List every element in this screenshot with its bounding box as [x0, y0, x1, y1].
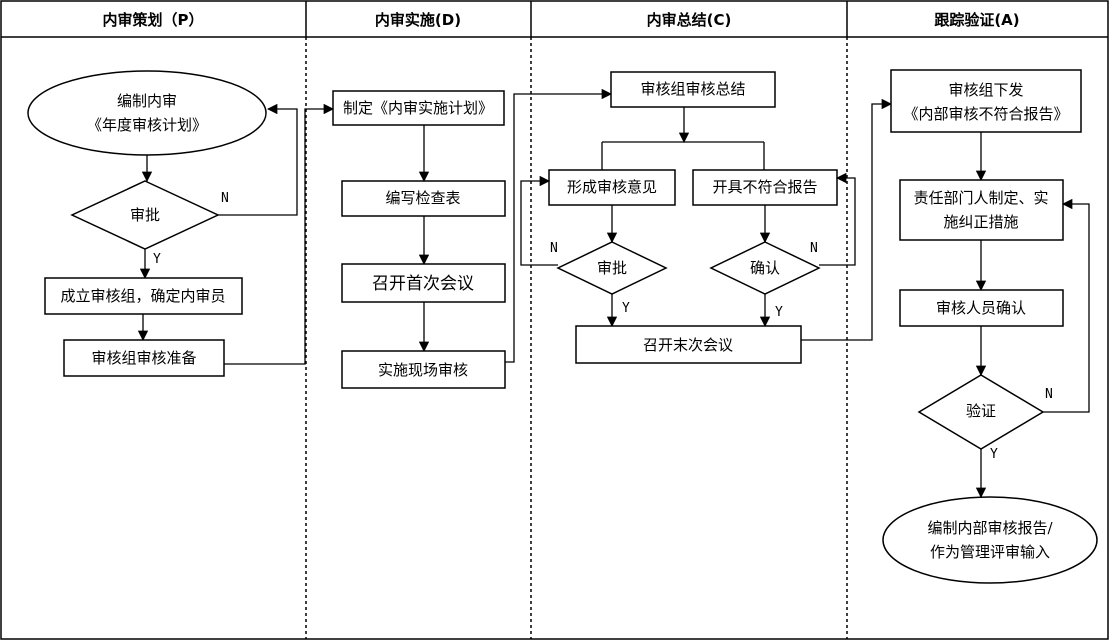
node-form-team-label: 成立审核组，确定内审员 — [60, 287, 225, 305]
label-confirm-no: N — [810, 241, 818, 256]
label-approve-p-yes: Y — [153, 252, 161, 267]
node-form-team — [44, 277, 243, 315]
node-impl-plan-label: 制定《内审实施计划》 — [343, 99, 493, 117]
node-checklist-label: 编写检查表 — [385, 189, 460, 207]
node-plan-annual — [27, 70, 267, 156]
node-plan-annual-line2: 《年度审核计划》 — [87, 116, 207, 134]
node-opinion-label: 形成审核意见 — [567, 178, 657, 196]
node-issue-nc-line1: 审核组下发 — [948, 81, 1023, 99]
arrow-approve-p-no — [218, 103, 298, 216]
label-confirm-yes: Y — [775, 305, 783, 320]
node-summary-label: 审核组审核总结 — [640, 80, 745, 98]
node-nc-report-label: 开具不符合报告 — [712, 178, 817, 196]
node-verify-label: 验证 — [966, 402, 996, 420]
node-issue-nc — [890, 69, 1082, 133]
node-checklist — [341, 180, 506, 217]
label-approve-c-yes: Y — [622, 301, 630, 316]
label-approve-p-no: N — [221, 191, 229, 206]
node-auditor-confirm — [899, 289, 1064, 327]
label-approve-c-no: N — [550, 241, 558, 256]
node-opinion — [548, 169, 676, 206]
node-corrective — [899, 179, 1064, 241]
node-final-report-line2: 作为管理评审输入 — [930, 543, 1050, 561]
label-verify-no: N — [1045, 387, 1053, 402]
node-first-meeting-label: 召开首次会议 — [372, 274, 474, 294]
node-onsite-audit — [341, 350, 506, 389]
node-impl-plan — [332, 90, 505, 126]
lane-title-act: 跟踪验证(A) — [934, 11, 1019, 29]
node-confirm-label: 确认 — [750, 259, 780, 277]
lane-title-check: 内审总结(C) — [647, 11, 732, 29]
node-last-meeting-label: 召开末次会议 — [643, 336, 733, 354]
node-last-meeting — [575, 325, 802, 364]
node-issue-nc-line2: 《内部审核不符合报告》 — [903, 105, 1068, 123]
node-approve-c-label: 审批 — [597, 259, 627, 277]
node-team-prepare-label: 审核组审核准备 — [91, 349, 196, 367]
arrow-last-to-issue — [801, 98, 893, 341]
arrow-verify-no — [1043, 198, 1090, 413]
node-final-report — [882, 496, 1098, 584]
node-approve-p-label: 审批 — [130, 206, 160, 224]
node-onsite-audit-label: 实施现场审核 — [378, 361, 468, 379]
arrow-approve-c-no — [520, 175, 558, 266]
arrow-prepare-to-impl-plan — [224, 103, 335, 365]
label-verify-yes: Y — [990, 447, 998, 462]
node-corrective-line1: 责任部门人制定、实 — [913, 189, 1048, 207]
lane-title-do: 内审实施(D) — [375, 11, 461, 29]
arrow-confirm-no — [819, 172, 856, 266]
node-final-report-line1: 编制内部审核报告/ — [927, 519, 1053, 537]
node-auditor-confirm-label: 审核人员确认 — [936, 299, 1026, 317]
arrow-onsite-to-summary — [505, 88, 613, 363]
node-summary — [610, 71, 776, 108]
lane-title-plan: 内审策划（P） — [103, 11, 204, 29]
node-plan-annual-line1: 编制内审 — [117, 92, 177, 110]
node-team-prepare — [63, 339, 225, 377]
node-corrective-line2: 施纠正措施 — [943, 213, 1018, 231]
